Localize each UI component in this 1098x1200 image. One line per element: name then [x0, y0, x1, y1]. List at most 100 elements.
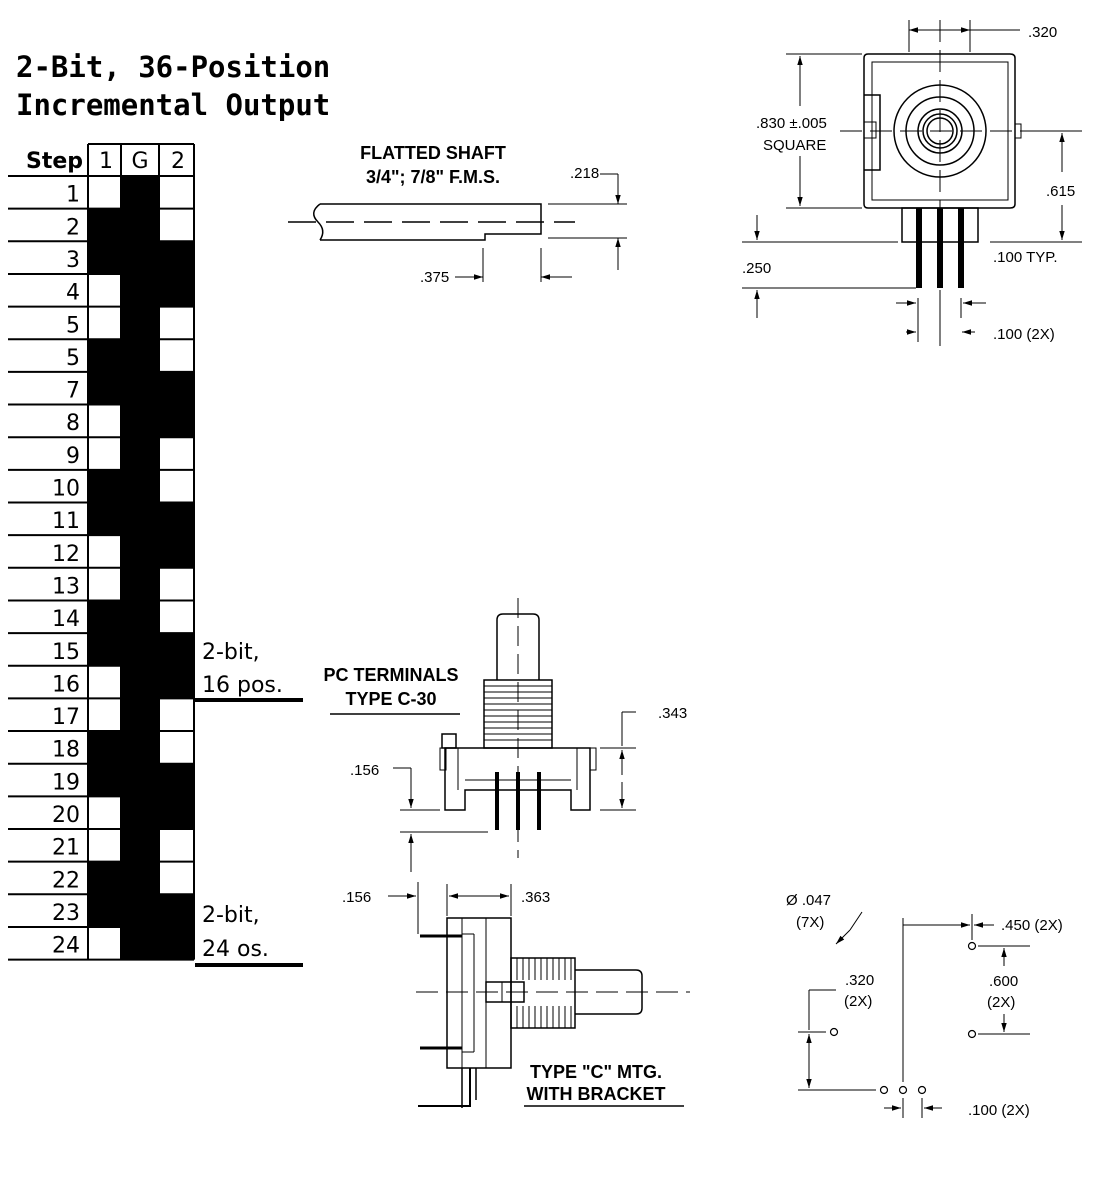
- bracket-label-1: TYPE "C" MTG.: [530, 1062, 662, 1082]
- table-cell-g-black: [121, 926, 159, 961]
- table-cell-g-black: [121, 731, 159, 765]
- table-cell-g-black: [121, 208, 159, 242]
- table-cell-c1-black: [88, 339, 121, 373]
- table-step-label: 11: [52, 509, 80, 534]
- table-step-label: 14: [52, 607, 80, 632]
- dim-615: .615: [1046, 183, 1075, 200]
- pc-terminals-label-1: PC TERMINALS: [324, 665, 459, 685]
- table-cell-g-black: [121, 176, 159, 210]
- table-cell-c1-black: [88, 469, 121, 503]
- note-24-line-1: 2-bit,: [202, 903, 260, 928]
- table-cell-g-black: [121, 796, 159, 830]
- table-step-label: 4: [66, 281, 80, 306]
- table-cell-g-black: [121, 894, 159, 928]
- table-step-label: 22: [52, 868, 80, 893]
- dim-363: .363: [521, 889, 550, 906]
- dim-375: .375: [420, 269, 449, 286]
- pc-terminals-drawing: PC TERMINALS TYPE C-30: [324, 598, 687, 872]
- table-cell-c2-black: [159, 796, 194, 830]
- table-cell-g-black: [121, 502, 159, 536]
- table-cell-c1-black: [88, 894, 121, 928]
- table-cell-g-black: [121, 829, 159, 863]
- table-cell-g-black: [121, 371, 159, 406]
- table-cell-c2-black: [159, 633, 194, 667]
- table-step-label: 15: [52, 640, 80, 665]
- pc-terminals-label-2: TYPE C-30: [345, 689, 436, 709]
- table-step-label: 12: [52, 542, 80, 567]
- table-cell-g-black: [121, 306, 159, 340]
- table-cell-c1-black: [88, 371, 121, 406]
- table-step-label: 1: [66, 183, 80, 208]
- table-cell-c2-black: [159, 371, 194, 406]
- table-cell-c1-black: [88, 502, 121, 536]
- dim-450: .450 (2X): [1001, 917, 1063, 934]
- dim-156-bracket: .156: [342, 889, 371, 906]
- header-step: Step: [26, 149, 83, 174]
- table-cell-g-black: [121, 763, 159, 797]
- table-cell-g-black: [121, 861, 159, 895]
- table-step-label: 9: [66, 444, 80, 469]
- table-cell-g-black: [121, 567, 159, 601]
- table-step-label: 16: [52, 672, 80, 697]
- dim-600: .600: [989, 973, 1018, 990]
- table-cell-g-black: [121, 535, 159, 569]
- header-col-g: G: [131, 149, 148, 174]
- table-cell-c2-black: [159, 535, 194, 569]
- table-step-label: 21: [52, 836, 80, 861]
- flatted-shaft-label-2: 3/4"; 7/8" F.M.S.: [366, 167, 500, 187]
- hole-dia-qty: (7X): [796, 914, 824, 931]
- table-step-label: 23: [52, 901, 80, 926]
- table-cell-c2-black: [159, 926, 194, 961]
- table-cell-c2-black: [159, 241, 194, 275]
- dim-830-square: SQUARE: [763, 137, 826, 154]
- table-header: Step 1 G 2: [26, 149, 185, 174]
- table-cell-c1-black: [88, 600, 121, 634]
- table-cell-g-black: [121, 600, 159, 634]
- table-cell-g-black: [121, 698, 159, 732]
- header-col-1: 1: [99, 149, 113, 174]
- note-24-line-2: 24 os.: [202, 937, 269, 962]
- table-step-label: 17: [52, 705, 80, 730]
- table-step-label: 19: [52, 770, 80, 795]
- table-cell-c2-black: [159, 404, 194, 438]
- note-16-line-2: 16 pos.: [202, 673, 283, 698]
- table-step-label: 5: [66, 346, 80, 371]
- table-cell-g-black: [121, 469, 159, 503]
- table-cell-g-black: [121, 339, 159, 373]
- table-step-label: 10: [52, 477, 80, 502]
- table-cell-c1-black: [88, 763, 121, 797]
- table-step-label: 7: [66, 379, 80, 404]
- dim-156-pc: .156: [350, 762, 379, 779]
- table-cell-g-black: [121, 665, 159, 699]
- table-cell-c2-black: [159, 273, 194, 308]
- table-step-label: 13: [52, 574, 80, 599]
- title-line-2: Incremental Output: [16, 88, 331, 122]
- table-step-label: 3: [66, 248, 80, 273]
- top-view-drawing: .320 .830 ±.005 SQUARE .615 .100 TYP. .2…: [742, 20, 1082, 346]
- table-cell-c2-black: [159, 665, 194, 699]
- note-16-line-1: 2-bit,: [202, 640, 260, 665]
- encoder-table: Step 1 G 2 12345578910111213141516171819…: [8, 143, 303, 967]
- table-cell-c2-black: [159, 763, 194, 797]
- dim-100-2x-top: .100 (2X): [993, 326, 1055, 343]
- title-line-1: 2-Bit, 36-Position: [16, 50, 331, 84]
- table-cell-c1-black: [88, 241, 121, 275]
- table-cell-g-black: [121, 437, 159, 471]
- bracket-drawing: .156 .363: [342, 882, 690, 1108]
- table-grid-lines: [8, 143, 195, 961]
- hole-dia: Ø .047: [786, 892, 831, 909]
- header-col-2: 2: [171, 149, 185, 174]
- dim-320-top: .320: [1028, 24, 1057, 41]
- flatted-shaft-label-1: FLATTED SHAFT: [360, 143, 506, 163]
- table-step-label: 18: [52, 738, 80, 763]
- dim-320-hole-qty: (2X): [844, 993, 872, 1010]
- table-cell-c1-black: [88, 731, 121, 765]
- bracket-label-2: WITH BRACKET: [527, 1084, 666, 1104]
- dim-218: .218: [570, 165, 599, 182]
- table-cell-g-black: [121, 633, 159, 667]
- table-step-label: 24: [52, 934, 80, 959]
- table-step-label: 8: [66, 411, 80, 436]
- dim-250: .250: [742, 260, 771, 277]
